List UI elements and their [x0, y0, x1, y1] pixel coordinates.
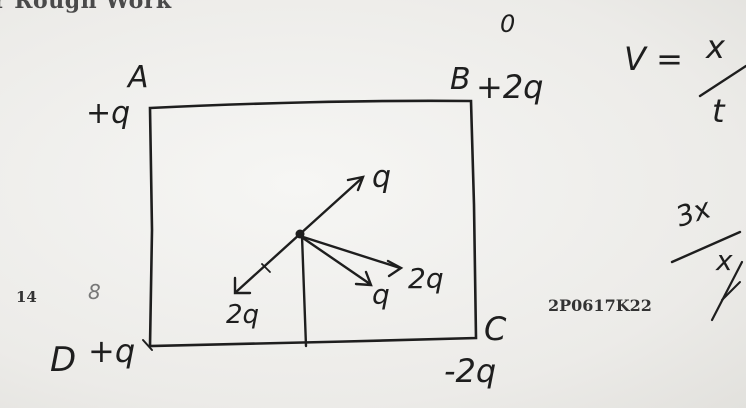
- vector-se-upper-label: 2q: [408, 262, 444, 295]
- arrow-sw-tick: [261, 263, 271, 273]
- corner-b-mark: 0: [500, 10, 516, 38]
- corner-a-charge: +q: [86, 96, 131, 131]
- side-slash-2: [721, 281, 741, 301]
- arrow-se-upper: [298, 234, 402, 270]
- corner-d-letter: D: [50, 340, 77, 380]
- vector-sw-label: 2q: [226, 300, 260, 330]
- paper-code: 2P0617K22: [548, 296, 652, 315]
- side-denominator: x: [716, 244, 733, 277]
- formula-v-numerator: x: [706, 28, 725, 66]
- rough-work-header: r Rough Work: [0, 0, 172, 14]
- question-number: 14: [16, 288, 37, 306]
- arrow-se-lower: [298, 234, 372, 286]
- corner-b-charge: +2q: [476, 68, 544, 106]
- square-outline: [148, 99, 478, 348]
- arrow-sw-head: [233, 276, 252, 295]
- arrow-sw: [234, 232, 302, 294]
- corner-c-charge: -2q: [444, 352, 497, 390]
- vector-ne-label: q: [372, 160, 392, 195]
- arrow-ne: [298, 176, 364, 236]
- arrow-ne-head: [346, 175, 365, 192]
- formula-v-denominator: t: [712, 92, 725, 130]
- stray-mark: 8: [88, 280, 101, 304]
- arrow-se-lower-head: [354, 270, 373, 287]
- side-slash: [710, 260, 744, 322]
- fraction-bar-side: [670, 230, 742, 264]
- arrow-se-upper-head: [386, 259, 404, 278]
- corner-c-letter: C: [484, 310, 507, 348]
- vector-se-lower-label: q: [372, 278, 390, 311]
- center-vertical-line: [300, 234, 308, 348]
- formula-v: V =: [624, 40, 683, 78]
- corner-a-letter: A: [128, 60, 149, 95]
- d-corner-mark: [142, 339, 153, 351]
- fraction-bar-v: [698, 64, 746, 98]
- corner-b-letter: B: [450, 62, 471, 97]
- corner-d-charge: +q: [88, 332, 136, 370]
